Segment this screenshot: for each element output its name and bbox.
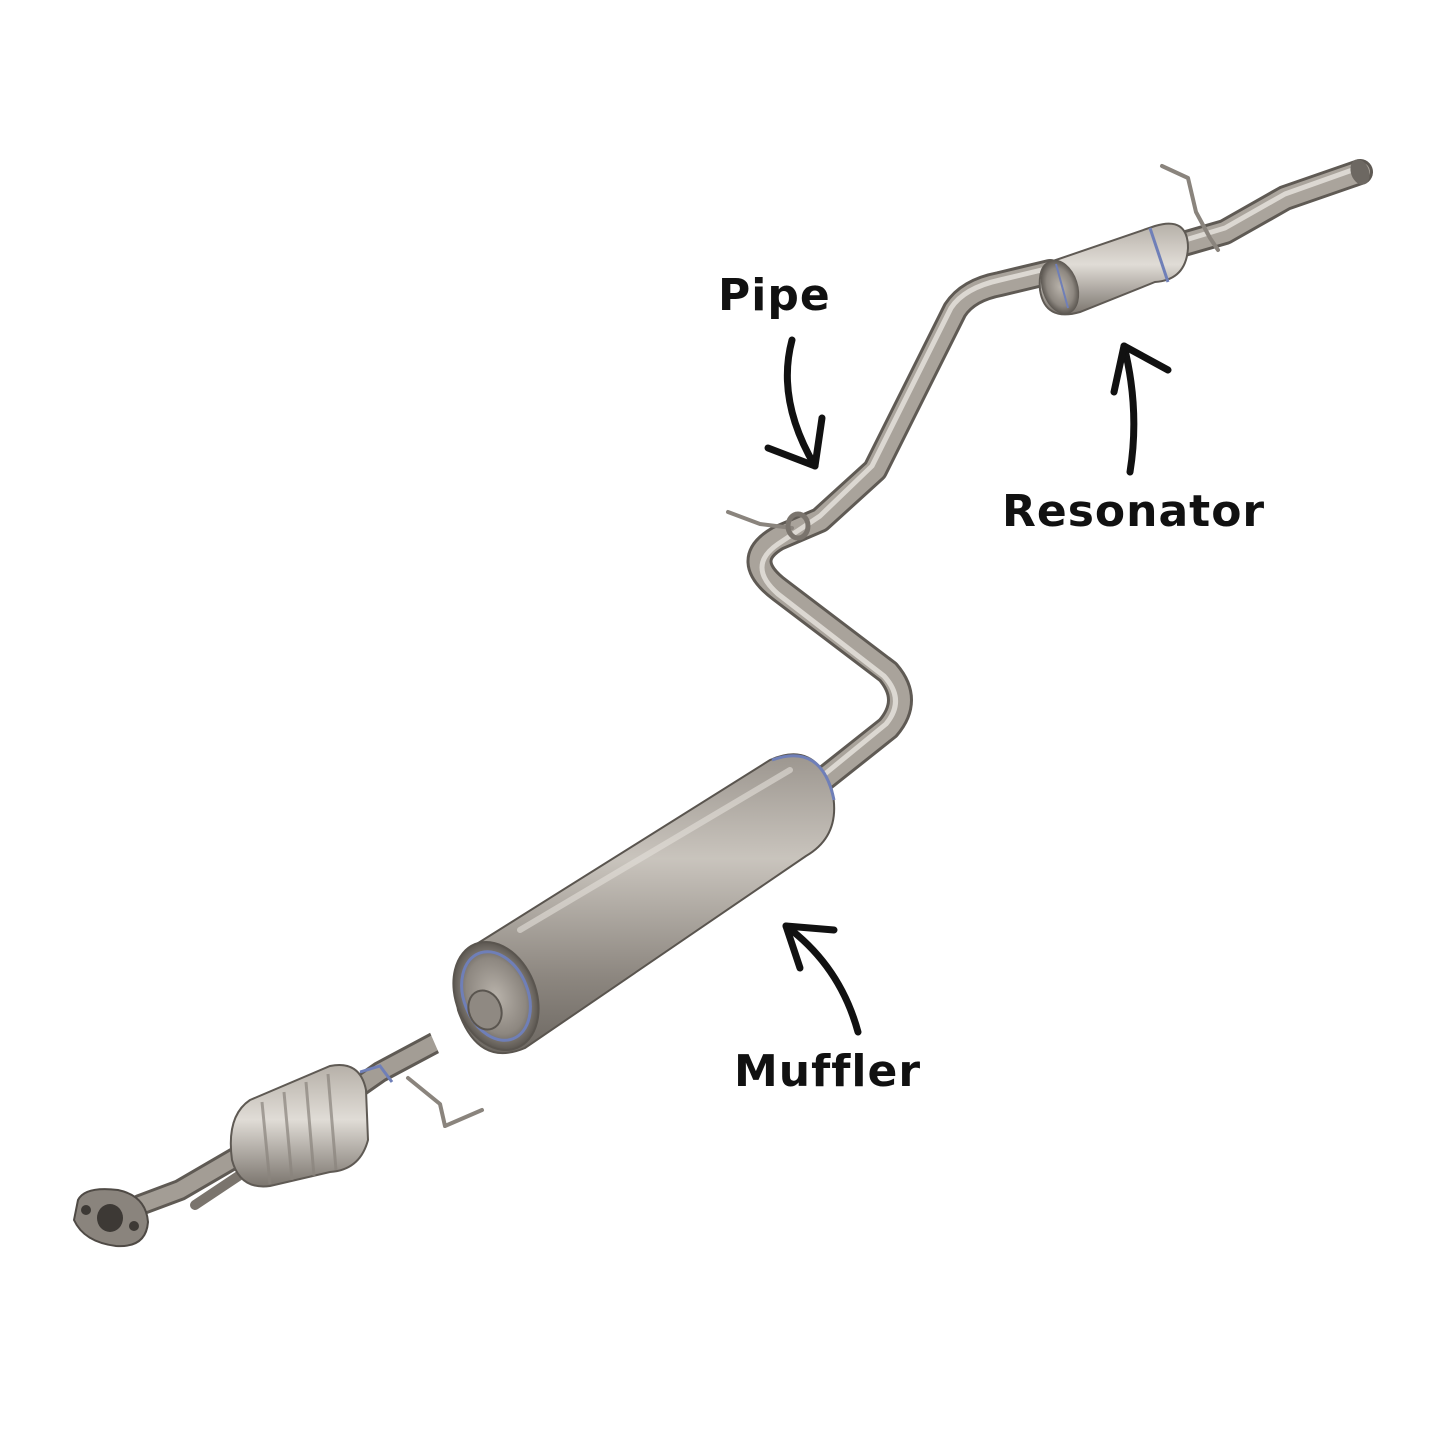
muffler-arrow <box>782 922 862 1036</box>
hanger-brackets <box>406 164 1220 1128</box>
resonator-label: Resonator <box>1002 486 1266 537</box>
pipe-break-mark <box>428 1016 462 1060</box>
pipe-label: Pipe <box>718 270 831 321</box>
pipe-arrow <box>764 336 826 470</box>
resonator <box>1038 222 1190 316</box>
muffler-label: Muffler <box>734 1046 922 1097</box>
inlet-flange <box>72 1188 150 1248</box>
resonator-arrow <box>1110 342 1172 476</box>
catalytic-converter <box>229 1064 394 1188</box>
muffler <box>452 753 836 1055</box>
